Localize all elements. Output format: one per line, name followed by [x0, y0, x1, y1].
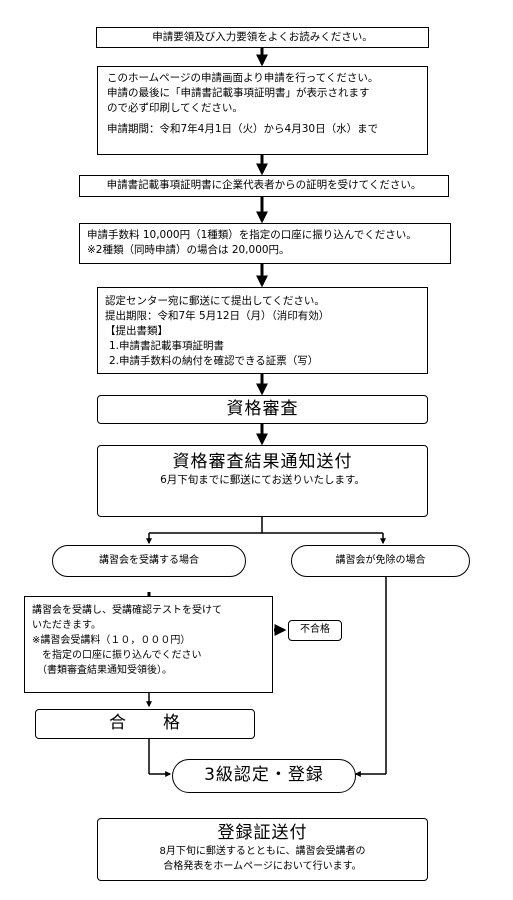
step-result-notice: 資格審査結果通知送付 6月下旬までに郵送にてお送りいたします。 [97, 445, 428, 517]
registration-line-1: 8月下旬に郵送するとともに、講習会受講者の [159, 846, 366, 857]
result-pass: 合 格 [35, 709, 255, 739]
mail-line-4: 1.申請書記載事項証明書 [109, 340, 225, 352]
certify-text: 申請書記載事項証明書に企業代表者からの証明を受けてください。 [106, 179, 422, 191]
apply-line-3: ので必ず印刷してください。 [107, 102, 243, 114]
step-mail-submit: 認定センター宛に郵送にて提出してください。 提出期限：令和7年 5月12日（月）… [97, 287, 428, 374]
branch-lecture-exempt: 講習会が免除の場合 [291, 545, 470, 577]
review-text: 資格審査 [226, 399, 299, 419]
step-registration-cert: 登録証送付 8月下旬に郵送するとともに、講習会受講者の 合格発表をホームページに… [97, 818, 428, 881]
mail-line-5: 2.申請手数料の納付を確認できる証票（写） [109, 355, 319, 367]
lecture-line-4: を指定の口座に振り込んでください [32, 650, 202, 661]
mail-line-2: 提出期限：令和7年 5月12日（月）（消印有効） [105, 310, 330, 322]
branch-exempt-text: 講習会が免除の場合 [335, 555, 426, 566]
mail-line-3: 【提出書類】 [105, 325, 168, 337]
step-certify-register: 3級認定・登録 [172, 759, 356, 793]
lecture-line-1: 講習会を受講し、受講確認テストを受けて [32, 605, 222, 616]
mail-line-1: 認定センター宛に郵送にて提出してください。 [105, 295, 325, 307]
pass-text: 合 格 [109, 713, 181, 733]
certify-register-text: 3級認定・登録 [204, 765, 324, 785]
read-guidelines-text: 申請要領及び入力要領をよくお読みください。 [152, 31, 373, 43]
step-read-guidelines: 申請要領及び入力要領をよくお読みください。 [96, 27, 429, 48]
step-fee: 申請手数料 10,000円（1種類）を指定の口座に振り込んでください。 ※2種類… [79, 223, 451, 264]
lecture-line-3: ※講習会受講料（１０，０００円） [32, 635, 191, 646]
fee-line-2: ※2種類（同時申請）の場合は 20,000円。 [87, 244, 290, 256]
fail-text: 不合格 [300, 624, 330, 635]
fee-line-1: 申請手数料 10,000円（1種類）を指定の口座に振り込んでください。 [87, 229, 417, 241]
step-review: 資格審査 [97, 395, 428, 424]
result-fail-badge: 不合格 [288, 620, 342, 641]
step-certify: 申請書記載事項証明書に企業代表者からの証明を受けてください。 [79, 175, 449, 197]
apply-period: 申請期間：令和7年4月1日（火）から4月30日（水）まで [107, 123, 379, 135]
branch-attend-text: 講習会を受講する場合 [99, 555, 199, 566]
registration-line-2: 合格発表をホームページにおいて行います。 [163, 861, 362, 872]
result-notice-sub: 6月下旬までに郵送にてお送りいたします。 [160, 474, 365, 486]
apply-line-2: 申請の最後に「申請書記載事項証明書」が表示されます [107, 87, 370, 99]
lecture-line-5: （書類審査結果通知受領後）。 [32, 665, 172, 676]
apply-line-1: このホームページの申請画面より申請を行ってください。 [107, 72, 379, 84]
registration-title: 登録証送付 [217, 823, 308, 843]
result-notice-title: 資格審査結果通知送付 [172, 452, 353, 472]
lecture-line-2: いただきます。 [32, 620, 101, 631]
branch-attend-lecture: 講習会を受講する場合 [52, 545, 246, 577]
step-apply-online: このホームページの申請画面より申請を行ってください。 申請の最後に「申請書記載事… [97, 66, 428, 155]
step-lecture: 講習会を受講し、受講確認テストを受けて いただきます。 ※講習会受講料（１０，０… [24, 596, 273, 693]
